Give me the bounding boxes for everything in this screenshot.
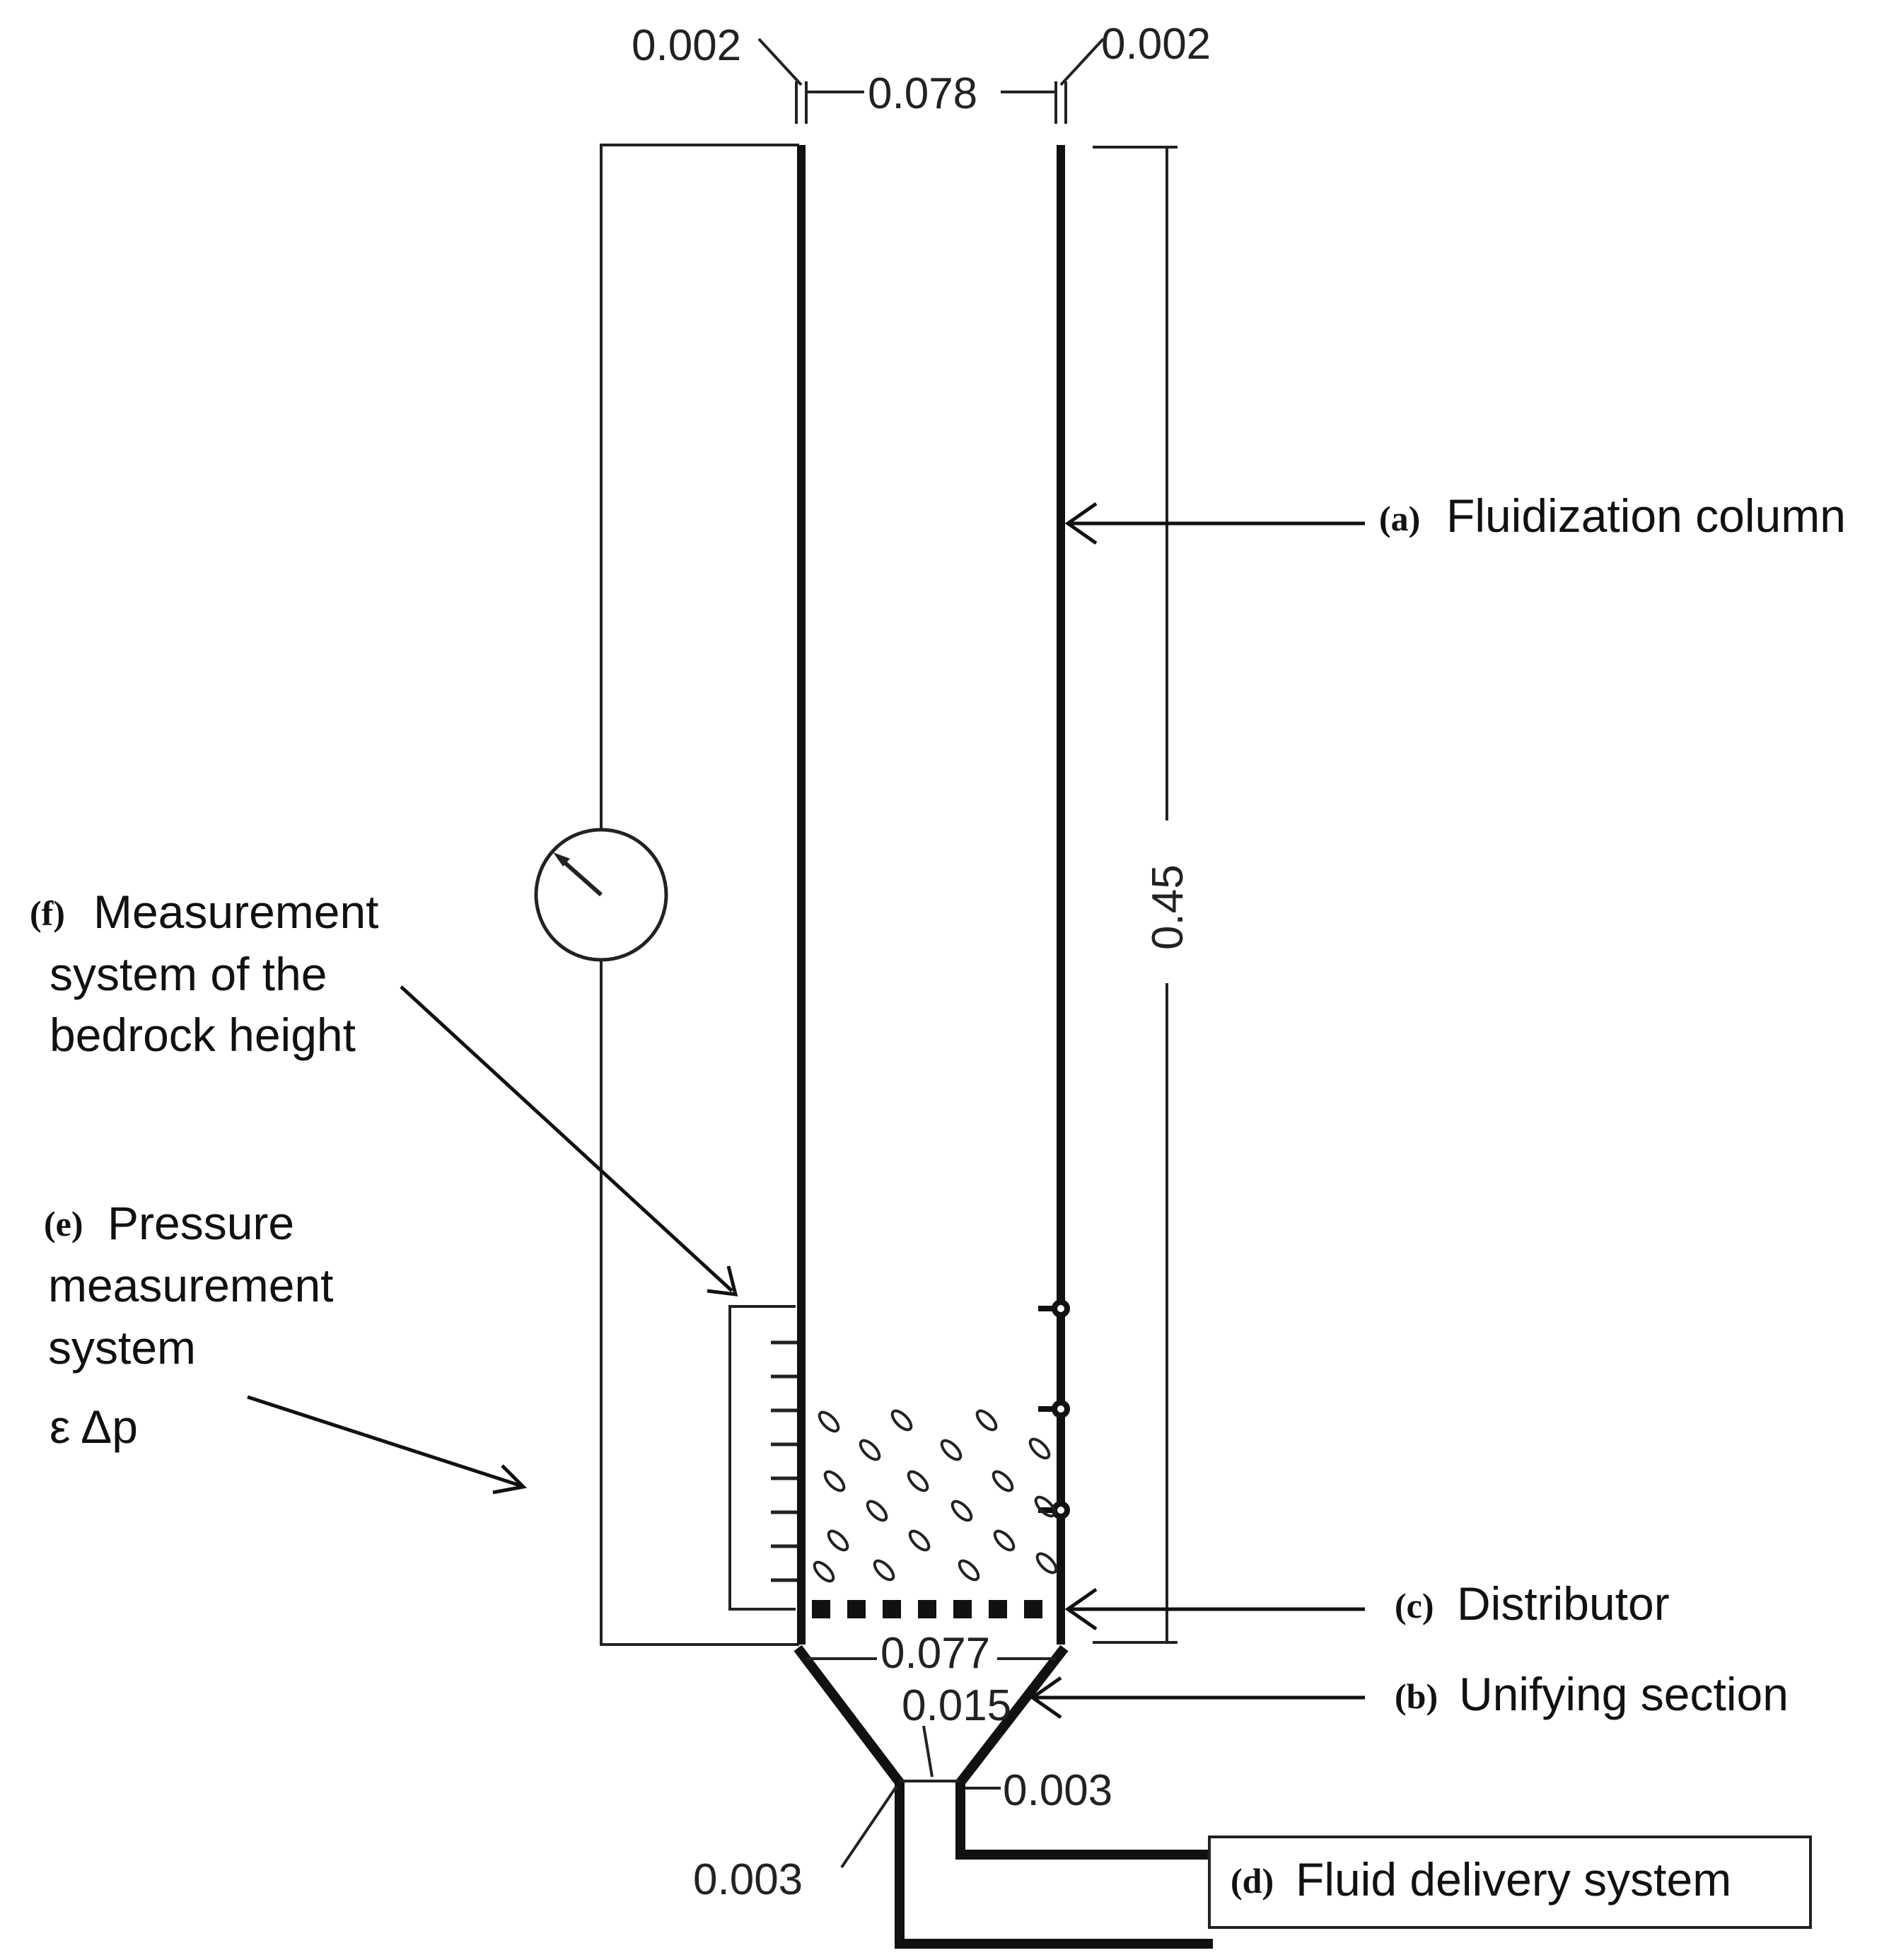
bed-particle xyxy=(975,1409,998,1432)
bed-particle xyxy=(818,1410,840,1433)
dim-inner-top-width: 0.078 xyxy=(868,69,977,118)
label-b-text: Unifying section xyxy=(1459,1668,1789,1720)
leader-arrows xyxy=(247,501,1365,1720)
bed-height-scale xyxy=(728,1305,798,1611)
label-f-line1: Measurement xyxy=(93,886,379,938)
bed-particle xyxy=(823,1470,846,1492)
dim-inlet-right: 0.003 xyxy=(1003,1766,1112,1815)
label-e: (e) Pressure measurement system ε Δp xyxy=(44,1197,334,1453)
label-c: (c) Distributor xyxy=(1395,1577,1670,1630)
arrow-f xyxy=(400,985,733,1292)
pressure-taps xyxy=(1038,1299,1070,1519)
bed-particles xyxy=(813,1409,1058,1583)
label-c-text: Distributor xyxy=(1457,1577,1670,1630)
bed-particle xyxy=(813,1560,835,1583)
bed-particle xyxy=(908,1529,931,1552)
bed-particle xyxy=(1034,1495,1057,1518)
arrow-e xyxy=(247,1395,521,1488)
label-f-line3: bedrock height xyxy=(50,1009,356,1061)
bed-particle xyxy=(940,1439,963,1461)
bed-particle xyxy=(1035,1552,1058,1575)
dim-inlet-left: 0.003 xyxy=(693,1855,803,1904)
label-e-tag: (e) xyxy=(44,1204,83,1243)
bed-particle xyxy=(890,1409,913,1432)
label-d: (d) Fluid delivery system xyxy=(1231,1853,1731,1906)
dim-column-height: 0.45 xyxy=(1144,864,1192,950)
label-d-tag: (d) xyxy=(1231,1861,1274,1901)
label-f-line2: system of the xyxy=(50,948,327,1000)
label-d-text: Fluid delivery system xyxy=(1296,1853,1731,1906)
label-e-line1: Pressure xyxy=(107,1197,294,1249)
dimension-lines xyxy=(757,37,1178,1869)
label-f: (f) Measurement system of the bedrock he… xyxy=(30,886,379,1061)
bed-particle xyxy=(873,1559,895,1582)
bed-particle xyxy=(958,1559,980,1582)
label-e-line3: system xyxy=(48,1321,196,1374)
label-f-tag: (f) xyxy=(30,893,65,933)
fluidization-column xyxy=(797,145,1065,1645)
bed-particle xyxy=(907,1470,929,1492)
label-e-symbols: ε Δp xyxy=(50,1401,138,1453)
unifying-section xyxy=(793,1645,1213,1949)
dim-throat-width: 0.015 xyxy=(902,1681,1011,1730)
bed-particle xyxy=(859,1439,881,1461)
distributor-plate xyxy=(812,1600,1042,1618)
bed-particle xyxy=(1028,1437,1051,1460)
label-b-tag: (b) xyxy=(1395,1676,1438,1716)
label-a: (a) Fluidization column xyxy=(1379,489,1846,542)
label-c-tag: (c) xyxy=(1395,1586,1434,1625)
bed-particle xyxy=(993,1529,1016,1552)
label-b: (b) Unifying section xyxy=(1395,1668,1789,1720)
dim-wall-right: 0.002 xyxy=(1101,20,1211,69)
bed-particle xyxy=(992,1470,1014,1492)
label-e-line2: measurement xyxy=(48,1259,334,1311)
dim-wall-left: 0.002 xyxy=(632,21,741,70)
pressure-measurement-loop xyxy=(600,144,799,1646)
bed-particle xyxy=(866,1500,888,1522)
dim-bottom-width: 0.077 xyxy=(880,1629,990,1678)
bed-particle xyxy=(950,1500,973,1522)
bed-particle xyxy=(827,1529,849,1552)
pressure-gauge-icon xyxy=(534,828,668,962)
label-a-text: Fluidization column xyxy=(1446,489,1846,542)
label-a-tag: (a) xyxy=(1379,499,1420,538)
fluid-delivery-box xyxy=(1208,1836,1812,1929)
